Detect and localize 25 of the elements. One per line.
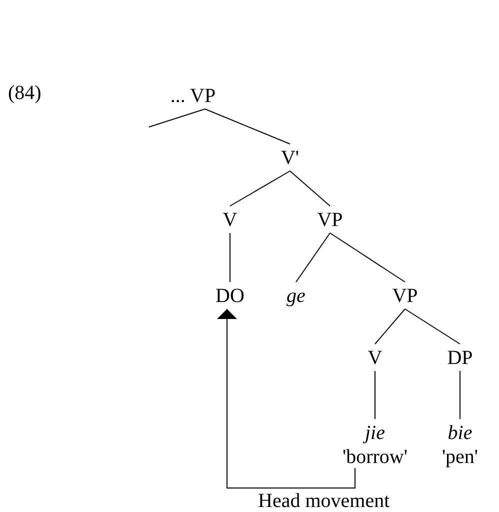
tree-branch — [230, 170, 290, 206]
gloss-word: jie — [365, 422, 385, 444]
tree-node-label: 'pen' — [442, 446, 478, 468]
tree-node-label: DO — [216, 285, 244, 307]
tree-node-label: 'borrow' — [342, 446, 408, 468]
tree-branch — [374, 308, 406, 344]
tree-branch — [148, 108, 206, 128]
tree-branch — [374, 370, 376, 420]
tree-branch — [330, 232, 406, 282]
gloss-word: bie — [448, 422, 472, 444]
movement-label: Head movement — [258, 490, 390, 512]
tree-node-label: V — [222, 209, 238, 231]
tree-node-label: VP — [317, 209, 343, 231]
tree-node-label: VP — [392, 285, 418, 307]
gloss-word: ge — [286, 285, 306, 307]
tree-node-label: V' — [280, 147, 300, 169]
tree-branch — [204, 108, 290, 144]
tree-node-label: ... VP — [170, 85, 216, 107]
tree-branch — [404, 308, 460, 344]
tree-branch — [290, 170, 330, 206]
tree-branch — [296, 232, 330, 282]
example-number: (84) — [8, 82, 42, 104]
movement-arrow — [217, 308, 356, 488]
tree-node-label: DP — [447, 347, 473, 369]
tree-node-label: V — [368, 347, 382, 369]
